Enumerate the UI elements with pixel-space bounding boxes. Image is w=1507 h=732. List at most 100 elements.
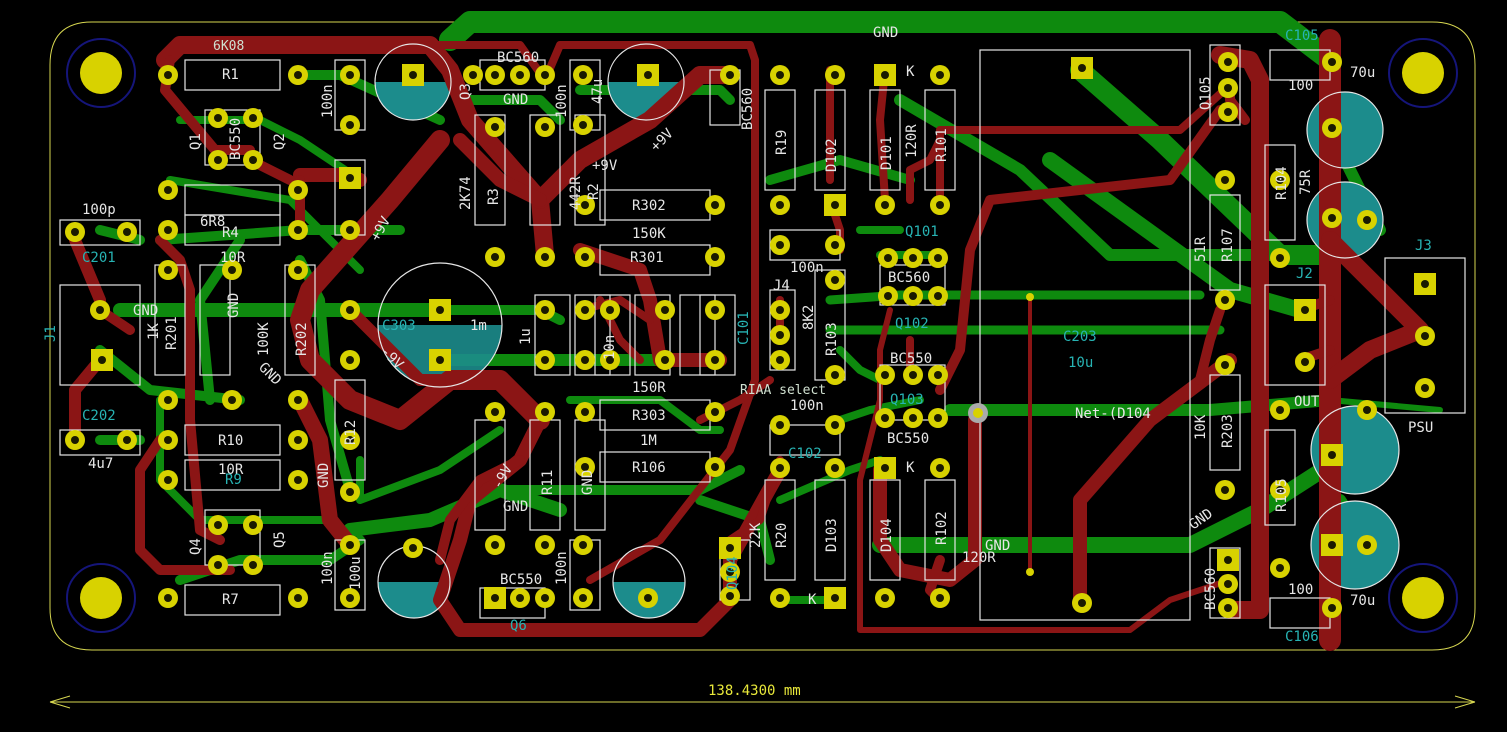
pad-drill <box>581 408 589 416</box>
pad-drill <box>294 71 302 79</box>
ref-r20: R20 <box>774 523 790 548</box>
pad-drill <box>294 436 302 444</box>
pad-drill <box>776 201 784 209</box>
val-r4b: 10R <box>220 250 246 266</box>
pad-drill <box>1328 124 1336 132</box>
pad-drill <box>831 71 839 79</box>
component-labels: R1 6K08 R4 6R8 10R R10 10R R9 R7 R12 R11… <box>43 28 1433 645</box>
part-bc550d: BC550 <box>887 431 929 447</box>
ref-c102: C102 <box>788 446 822 462</box>
val-r4: 6R8 <box>200 214 225 230</box>
pad-drill <box>516 71 524 79</box>
pad-drill <box>294 396 302 404</box>
val-c103: 100n <box>790 398 824 414</box>
pad-drill <box>346 356 354 364</box>
diode-k-3: K <box>808 592 817 608</box>
pad-drill <box>123 436 131 444</box>
pad-drill <box>346 71 354 79</box>
val-c2: 100n <box>554 84 570 118</box>
val-c201: 100p <box>82 202 116 218</box>
pad-drill <box>936 594 944 602</box>
pad-drill <box>346 541 354 549</box>
val-r3: 2K74 <box>458 176 474 210</box>
ref-r7: R7 <box>222 592 239 608</box>
val-j3: PSU <box>1408 420 1433 436</box>
pad-drill <box>726 592 734 600</box>
pad-drill <box>1078 64 1086 72</box>
pad-drill <box>409 544 417 552</box>
val-c3: 47u <box>590 79 606 104</box>
pad-drill <box>1224 604 1232 612</box>
pad-drill <box>1221 176 1229 184</box>
pad-drill <box>579 541 587 549</box>
pad-drill <box>936 464 944 472</box>
ref-r19: R19 <box>774 130 790 155</box>
dimension-annotation: 138.4300 mm <box>49 683 1476 709</box>
ref-r4: R4 <box>222 225 239 241</box>
ref-d101: D101 <box>879 136 895 170</box>
pad-drill <box>909 371 917 379</box>
val-r303: 150R <box>632 380 666 396</box>
pad-drill <box>1363 216 1371 224</box>
pad-drill <box>1276 564 1284 572</box>
pad-drill <box>541 123 549 131</box>
val-j4: RIAA select <box>740 383 826 398</box>
pad-drill <box>1078 599 1086 607</box>
pad-drill <box>1276 406 1284 414</box>
val-r201: 1K <box>146 323 162 340</box>
pad-drill <box>831 594 839 602</box>
pad-drill <box>541 408 549 416</box>
pad-drill <box>711 408 719 416</box>
part-bc550c: BC550 <box>890 351 932 367</box>
pad-drill <box>1328 604 1336 612</box>
val-c104: 100n <box>790 260 824 276</box>
pad-drill <box>1276 254 1284 262</box>
pad-drill <box>726 71 734 79</box>
pad-drill <box>776 241 784 249</box>
pad-drill <box>934 292 942 300</box>
val-c202: 4u7 <box>88 456 113 472</box>
pad-drill <box>164 436 172 444</box>
pad-drill <box>711 253 719 261</box>
pad-drill <box>294 594 302 602</box>
mounting-holes <box>66 38 1458 633</box>
ref-j1: J1 <box>43 325 59 342</box>
pad-drill <box>581 306 589 314</box>
pad-drill <box>294 266 302 274</box>
net-gnd-mid1: GND <box>316 463 332 488</box>
ref-r3: R3 <box>486 188 502 205</box>
pad-drill <box>881 464 889 472</box>
ref-j3: J3 <box>1415 238 1432 254</box>
board-edge <box>49 21 1476 651</box>
vias <box>968 293 1034 576</box>
silkscreen-layer <box>59 43 1466 629</box>
pad-drill <box>96 306 104 314</box>
ref-q5: Q5 <box>272 531 288 548</box>
pad-drill <box>579 71 587 79</box>
pad-drill <box>346 121 354 129</box>
ref-q6: Q6 <box>510 618 527 634</box>
ref-d103: D103 <box>824 518 840 552</box>
pad-drill <box>936 71 944 79</box>
pad-drill <box>644 71 652 79</box>
pad-drill <box>726 568 734 576</box>
ref-r106: R106 <box>632 460 666 476</box>
ref-d102: D102 <box>824 138 840 172</box>
net-gnd-bottom: GND <box>985 538 1010 554</box>
val-r202: 100K <box>256 322 272 356</box>
net-gnd-q1: GND <box>503 92 528 108</box>
val-r102: 120R <box>962 550 996 566</box>
pad-drill <box>164 476 172 484</box>
pad-drill <box>606 356 614 364</box>
val-c4: 100n <box>320 551 336 585</box>
net-p9v-2: +9V <box>592 158 618 174</box>
pad-drill <box>164 594 172 602</box>
pad-drill <box>644 594 652 602</box>
ref-d104: D104 <box>879 518 895 552</box>
ref-r301: R301 <box>630 250 664 266</box>
pad-drill <box>881 201 889 209</box>
val-j2: OUT <box>1294 394 1320 410</box>
pad-drill <box>346 174 354 182</box>
pad-drill <box>831 201 839 209</box>
